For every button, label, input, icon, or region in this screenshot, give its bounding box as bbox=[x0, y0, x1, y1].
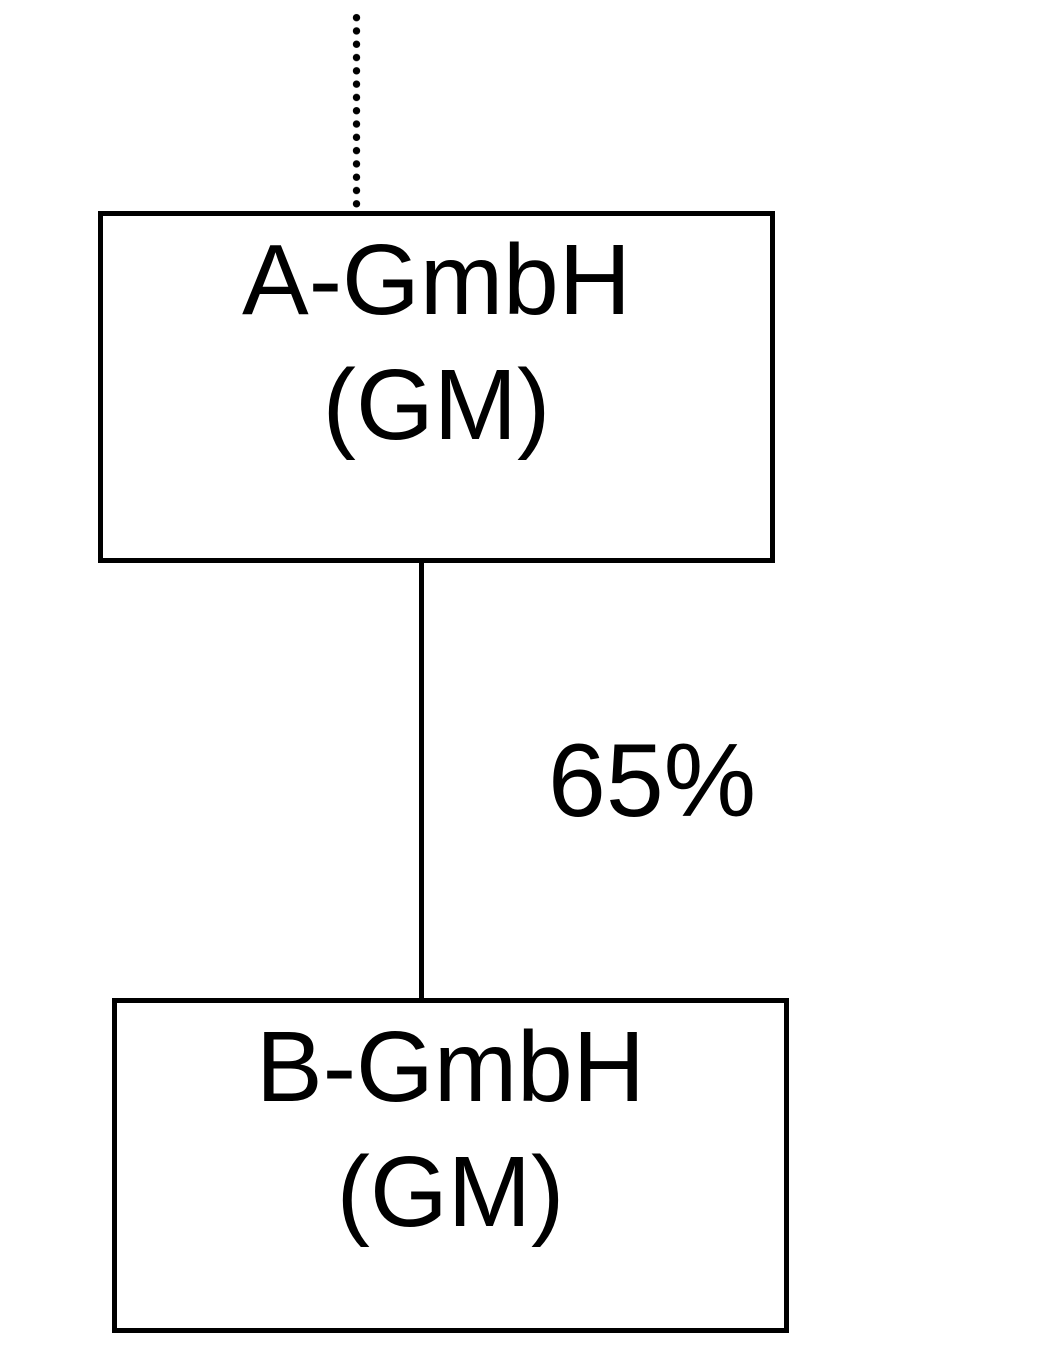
ownership-edge-line bbox=[419, 560, 424, 1000]
node-a-name-label: A-GmbH bbox=[242, 224, 631, 336]
node-a-role-label: (GM) bbox=[322, 349, 551, 461]
dotted-edge-line bbox=[352, 11, 361, 211]
node-box-a-gmbh: A-GmbH (GM) bbox=[98, 211, 775, 563]
ownership-percentage-label: 65% bbox=[548, 723, 757, 839]
node-b-name-label: B-GmbH bbox=[256, 1011, 645, 1123]
node-b-role-label: (GM) bbox=[336, 1136, 565, 1248]
node-box-b-gmbh: B-GmbH (GM) bbox=[112, 998, 789, 1333]
